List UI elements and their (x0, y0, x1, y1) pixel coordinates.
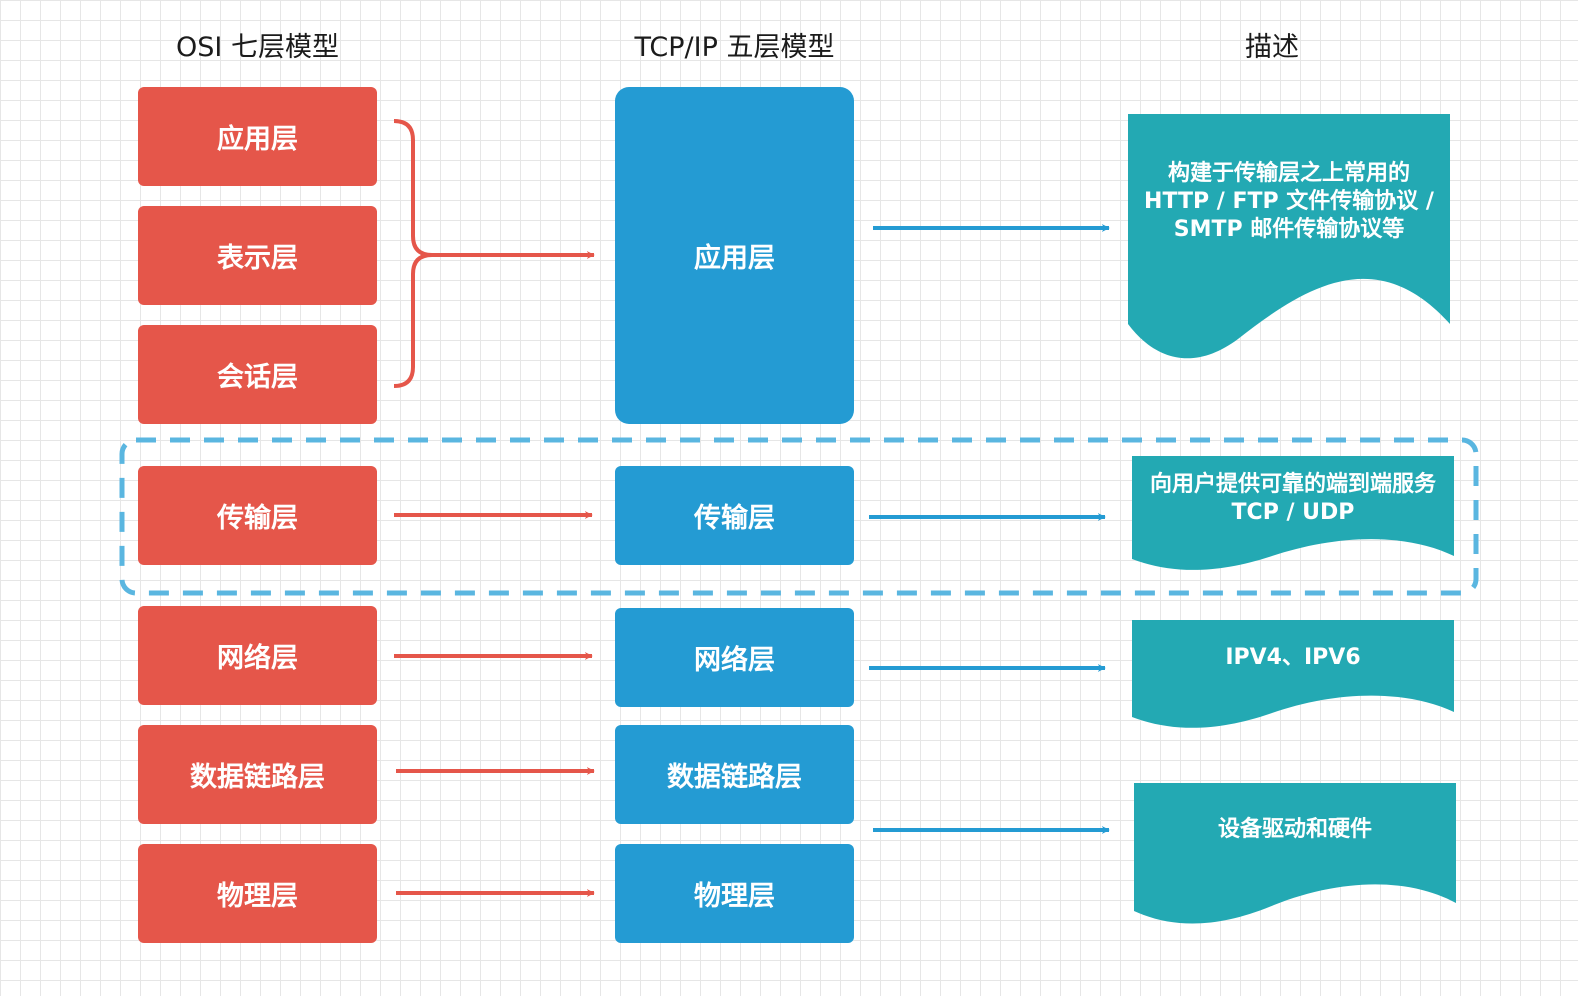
link-physical-description-shape (1134, 783, 1456, 924)
application-description-shape (1128, 114, 1450, 359)
osi-presentation-layer: 表示层 (138, 206, 377, 305)
transport-highlight-frame (119, 437, 1479, 596)
description-header: 描述 (1245, 32, 1299, 63)
tcpip-header: TCP/IP 五层模型 (634, 32, 835, 63)
transport-description-text: 向用户提供可靠的端到端服务 TCP / UDP (1149, 472, 1436, 525)
link-physical-description-text: 设备驱动和硬件 (1217, 817, 1372, 842)
tcpip-datalink-layer: 数据链路层 (615, 725, 854, 824)
tcpip-application-layer: 应用层 (615, 87, 854, 424)
tcpip-network-layer: 网络层 (615, 608, 854, 707)
osi-application-layer: 应用层 (138, 87, 377, 186)
osi-transport-layer: 传输层 (138, 466, 377, 565)
osi-header: OSI 七层模型 (176, 32, 339, 63)
osi-network-layer: 网络层 (138, 606, 377, 705)
network-description-text: IPV4、IPV6 (1225, 645, 1361, 670)
application-description-text: 构建于传输层之上常用的 HTTP / FTP 文件传输协议 / SMTP 邮件传… (1144, 161, 1434, 242)
network-description-shape (1132, 620, 1454, 728)
osi-session-layer: 会话层 (138, 325, 377, 424)
transport-description-shape (1132, 456, 1454, 570)
osi-physical-layer: 物理层 (138, 844, 377, 943)
tcpip-physical-layer: 物理层 (615, 844, 854, 943)
tcpip-transport-layer: 传输层 (615, 466, 854, 565)
osi-datalink-layer: 数据链路层 (138, 725, 377, 824)
upper-layers-brace (393, 119, 433, 388)
